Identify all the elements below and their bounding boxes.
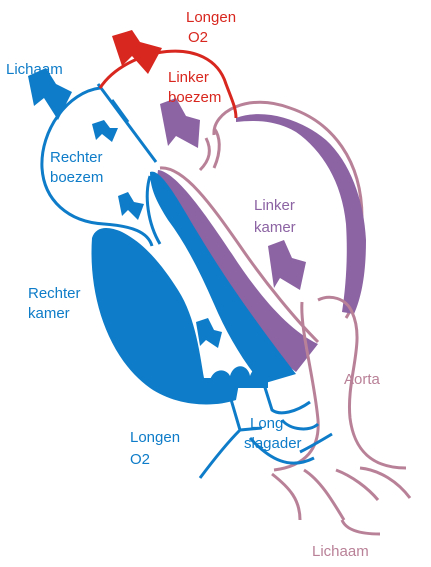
label-longen-o2-bottom-line2: O2 <box>130 451 150 468</box>
arrow-into-left-atrium <box>160 98 200 148</box>
pulmonary-vein-loop <box>98 49 238 119</box>
aorta-branch-lower <box>271 472 381 536</box>
label-longslagader-line1: Long <box>250 415 283 432</box>
label-longen-o2-top-line1: Longen <box>186 9 236 26</box>
left-heart-wall <box>236 114 366 314</box>
label-lichaam-bottom: Lichaam <box>312 543 369 560</box>
arrow-right-ventricle <box>196 318 222 348</box>
label-longen-o2-top-line2: O2 <box>188 29 208 46</box>
pulmonary-artery-outline <box>198 377 333 479</box>
label-lichaam-top: Lichaam <box>6 61 63 78</box>
vena-cava-line-b <box>110 99 130 123</box>
label-linker-boezem-line2: boezem <box>168 89 221 106</box>
label-linker-boezem-line1: Linker <box>168 69 209 86</box>
aorta-outline <box>273 295 412 521</box>
right-ventricle <box>91 228 240 405</box>
label-rechter-kamer-line2: kamer <box>28 305 70 322</box>
pulmonary-valve <box>210 366 268 388</box>
right-ventricle-wall <box>150 171 296 384</box>
septum-outline <box>159 166 320 344</box>
arrow-body-to-right-atrium <box>28 68 72 120</box>
label-linker-kamer-line2: kamer <box>254 219 296 236</box>
label-longslagader-line2: slagader <box>244 435 302 452</box>
label-rechter-kamer-line1: Rechter <box>28 285 81 302</box>
arrow-lungs-to-left-atrium <box>112 30 162 74</box>
vena-cava-line-a <box>96 83 158 163</box>
label-linker-kamer-line1: Linker <box>254 197 295 214</box>
left-atrium-inlet-right <box>212 127 221 169</box>
arrow-left-ventricle <box>268 240 306 290</box>
label-aorta: Aorta <box>344 371 381 388</box>
left-atrium-inlet-left <box>198 137 211 172</box>
label-rechter-boezem-line2: boezem <box>50 169 103 186</box>
label-longen-o2-bottom-line1: Longen <box>130 429 180 446</box>
septum <box>156 170 318 372</box>
arrow-right-atrium-2 <box>118 192 144 220</box>
arrow-right-atrium-1 <box>92 120 118 142</box>
right-ventricle-outer-line <box>145 175 162 245</box>
label-rechter-boezem-line1: Rechter <box>50 149 103 166</box>
